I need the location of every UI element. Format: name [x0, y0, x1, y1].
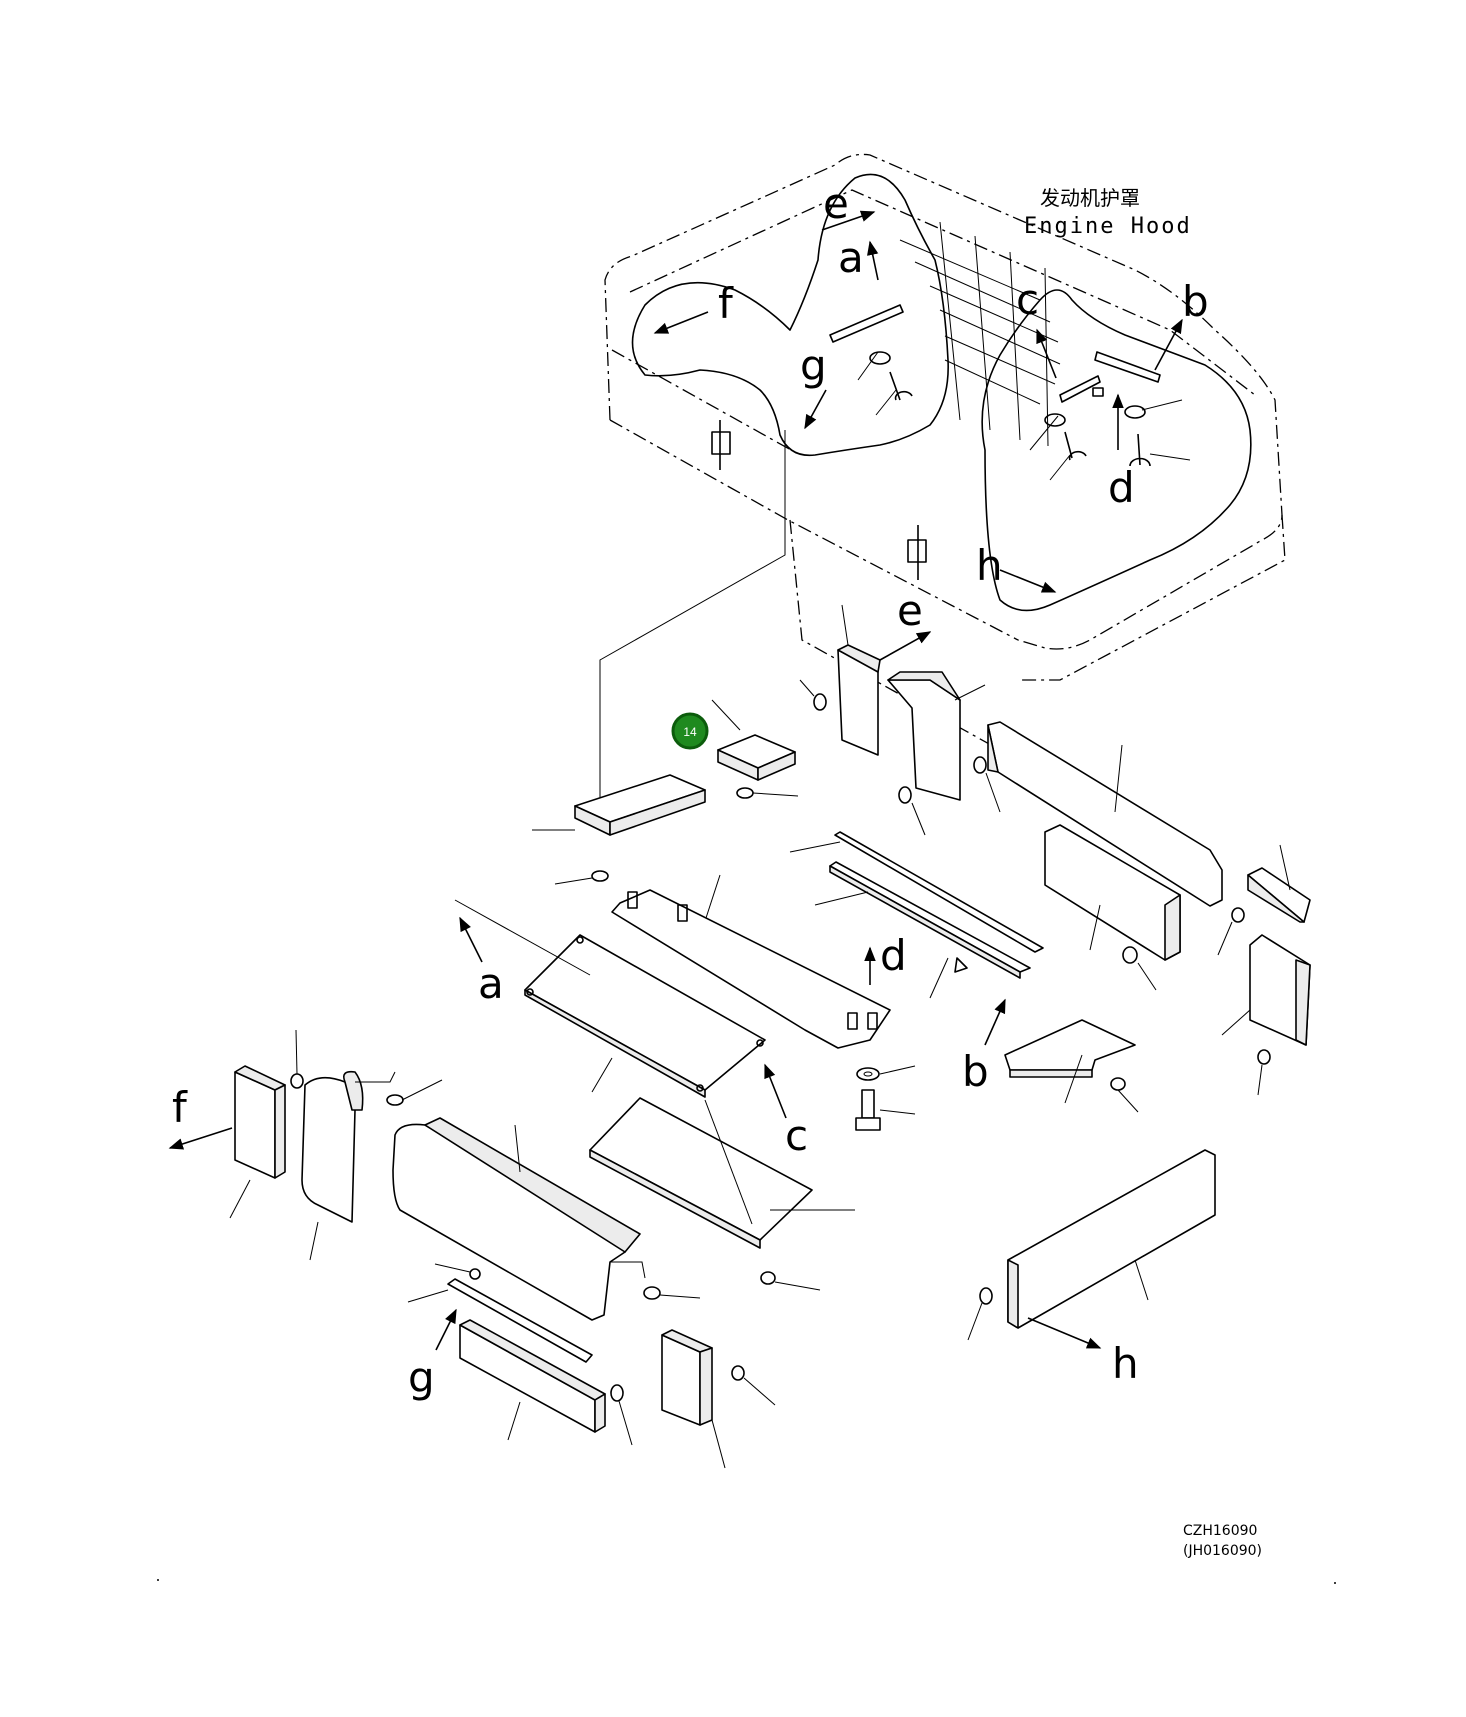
hood-hinge-left	[711, 431, 731, 455]
parts-label-d-text: d	[880, 931, 907, 980]
parts-label-a-text: a	[478, 959, 504, 1008]
center-plate	[611, 874, 891, 1049]
low-pad-g	[459, 1319, 633, 1446]
insulation-pad-upper-left	[532, 774, 706, 885]
curved-pad-f-right: f	[168, 1070, 443, 1261]
vertical-pad-far-right	[1221, 934, 1311, 1096]
hood-label-g: g	[800, 341, 827, 390]
diagonal-plate-a: a	[454, 899, 766, 1098]
callout-badge: 14	[671, 712, 709, 750]
drawing-code: CZH16090	[1183, 1523, 1257, 1539]
mid-pad-right	[1044, 824, 1181, 991]
hood-hardware	[829, 304, 1191, 481]
drawing-code-alt: (JH016090)	[1183, 1543, 1262, 1559]
parts-label-g-text: g	[408, 1353, 435, 1402]
hood-label-d: d	[1108, 463, 1135, 512]
corner-mark-left	[157, 1579, 159, 1581]
hood-hinge-right	[907, 539, 927, 563]
lower-center-plate	[589, 1097, 855, 1291]
long-pad-h: h	[967, 1149, 1216, 1388]
vertical-pad-f-left	[229, 1029, 304, 1219]
vertical-pad-e-right	[887, 671, 986, 836]
hood-view-labels: e a f g c b d h	[653, 179, 1209, 593]
hood-label-b: b	[1182, 277, 1209, 326]
corner-mark-right	[1334, 1582, 1336, 1584]
engine-hood-outline	[604, 153, 1286, 761]
hood-view-bubbles	[631, 173, 1252, 612]
callout-number: 14	[683, 725, 697, 739]
long-pad-upper-right	[973, 721, 1223, 907]
hood-label-c: c	[1016, 275, 1039, 324]
l-shaped-pad	[1004, 1019, 1139, 1113]
title-chinese: 发动机护罩	[1040, 186, 1140, 210]
side-strips-b	[789, 831, 1044, 999]
hood-vent-grid	[899, 221, 1061, 447]
small-pad-far-right	[1217, 844, 1311, 956]
hood-label-f: f	[718, 279, 734, 328]
bolt-and-washer-d: d	[855, 931, 916, 1131]
hood-label-h: h	[976, 541, 1003, 590]
parts-label-c: c	[764, 1063, 808, 1160]
parts-label-e-text: e	[897, 586, 923, 635]
parts-label-e: e	[879, 586, 932, 661]
thin-strip-g: g	[407, 1263, 593, 1402]
leader-hood-to-part	[599, 430, 786, 808]
parts-label-h-text: h	[1112, 1339, 1139, 1388]
parts-label-b-text: b	[962, 1047, 989, 1096]
vertical-pad-e-left	[799, 604, 881, 756]
hood-label-e: e	[823, 179, 849, 228]
title-english: Engine Hood	[1024, 214, 1192, 239]
insulation-pad-square-14	[711, 699, 799, 799]
parts-label-f-text: f	[172, 1083, 188, 1132]
parts-label-c-text: c	[785, 1111, 808, 1160]
parts-label-b: b	[962, 998, 1006, 1096]
hood-label-a: a	[838, 233, 864, 282]
square-pad-lower	[661, 1329, 776, 1469]
long-pad-lower-left	[392, 1117, 701, 1321]
